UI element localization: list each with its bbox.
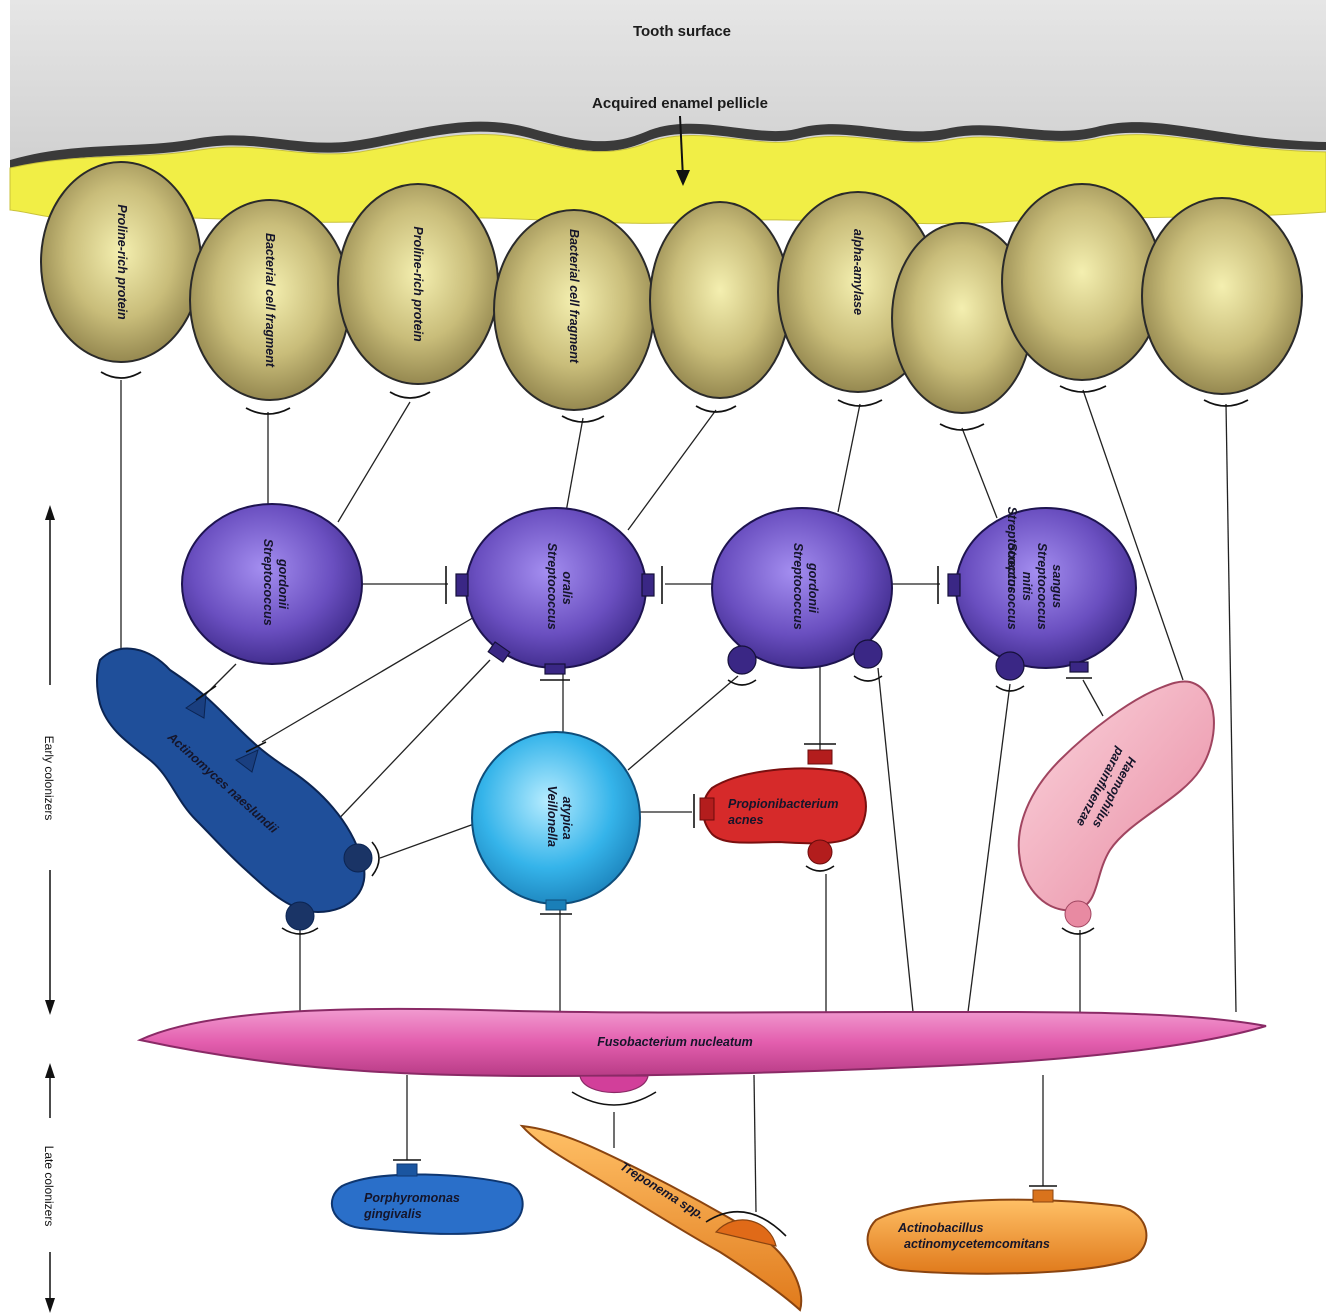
label-line: oralis [560,571,574,604]
tooth-surface-label: Tooth surface [633,23,731,40]
label-line: Veillonella [545,786,559,847]
receptor-unlabeled-4 [1142,198,1302,394]
treponema-spp [522,1126,801,1310]
early-colonizers-label: Early colonizers [42,736,56,821]
label-fusobacterium-nucleatum: Fusobacterium nucleatum [597,1035,753,1049]
label-line: Actinobacillus [897,1221,983,1235]
late-colonizers-label: Late colonizers [42,1146,56,1227]
veillonella-adhesin [546,900,566,910]
label-line: atypica [560,796,574,839]
label-line: actinomycetemcomitans [904,1237,1050,1251]
label-line: sangus [1050,564,1064,608]
receptor-label-alpha-amylase: alpha-amylase [851,229,865,315]
receptor-unlabeled-1 [650,202,790,398]
label-line: Propionibacterium [728,797,838,811]
haemophilus-adhesin [1065,901,1091,927]
label-line: Streptococcus [1005,507,1019,594]
haemophilus-binding-cup [1062,928,1094,934]
label-line: Streptococcus [261,539,275,626]
receptor-unlabeled-3 [1002,184,1162,380]
receptor-label-proline-rich-2: Proline-rich protein [411,226,425,342]
label-line: gordonii [276,558,290,610]
label-line: acnes [728,813,763,827]
early-arrowhead-bottom [45,1000,55,1015]
late-arrowhead-bottom [45,1298,55,1313]
porphyromonas-adhesin [397,1164,417,1176]
label-line: gingivalis [363,1207,422,1221]
label-line: Porphyromonas [364,1191,460,1205]
label-line: gordonii [806,562,820,614]
label-line: Streptococcus [545,543,559,630]
pellicle-label: Acquired enamel pellicle [592,95,768,112]
late-arrowhead-top [45,1063,55,1078]
receptor-label-bacterial-fragment-1: Bacterial cell fragment [263,233,277,368]
actinobacillus-adhesin [1033,1190,1053,1202]
label-line: Streptococcus [1035,543,1049,630]
early-arrowhead-top [45,505,55,520]
fusobacterium-binding-cups [393,1092,1057,1186]
label-line: Streptococcus [791,543,805,630]
label-line: mitis [1020,572,1034,601]
receptor-label-bacterial-fragment-2: Bacterial cell fragment [567,229,581,364]
receptor-label-proline-rich-1: Proline-rich protein [115,204,129,320]
fusobacterium-adhesin [580,1076,648,1093]
